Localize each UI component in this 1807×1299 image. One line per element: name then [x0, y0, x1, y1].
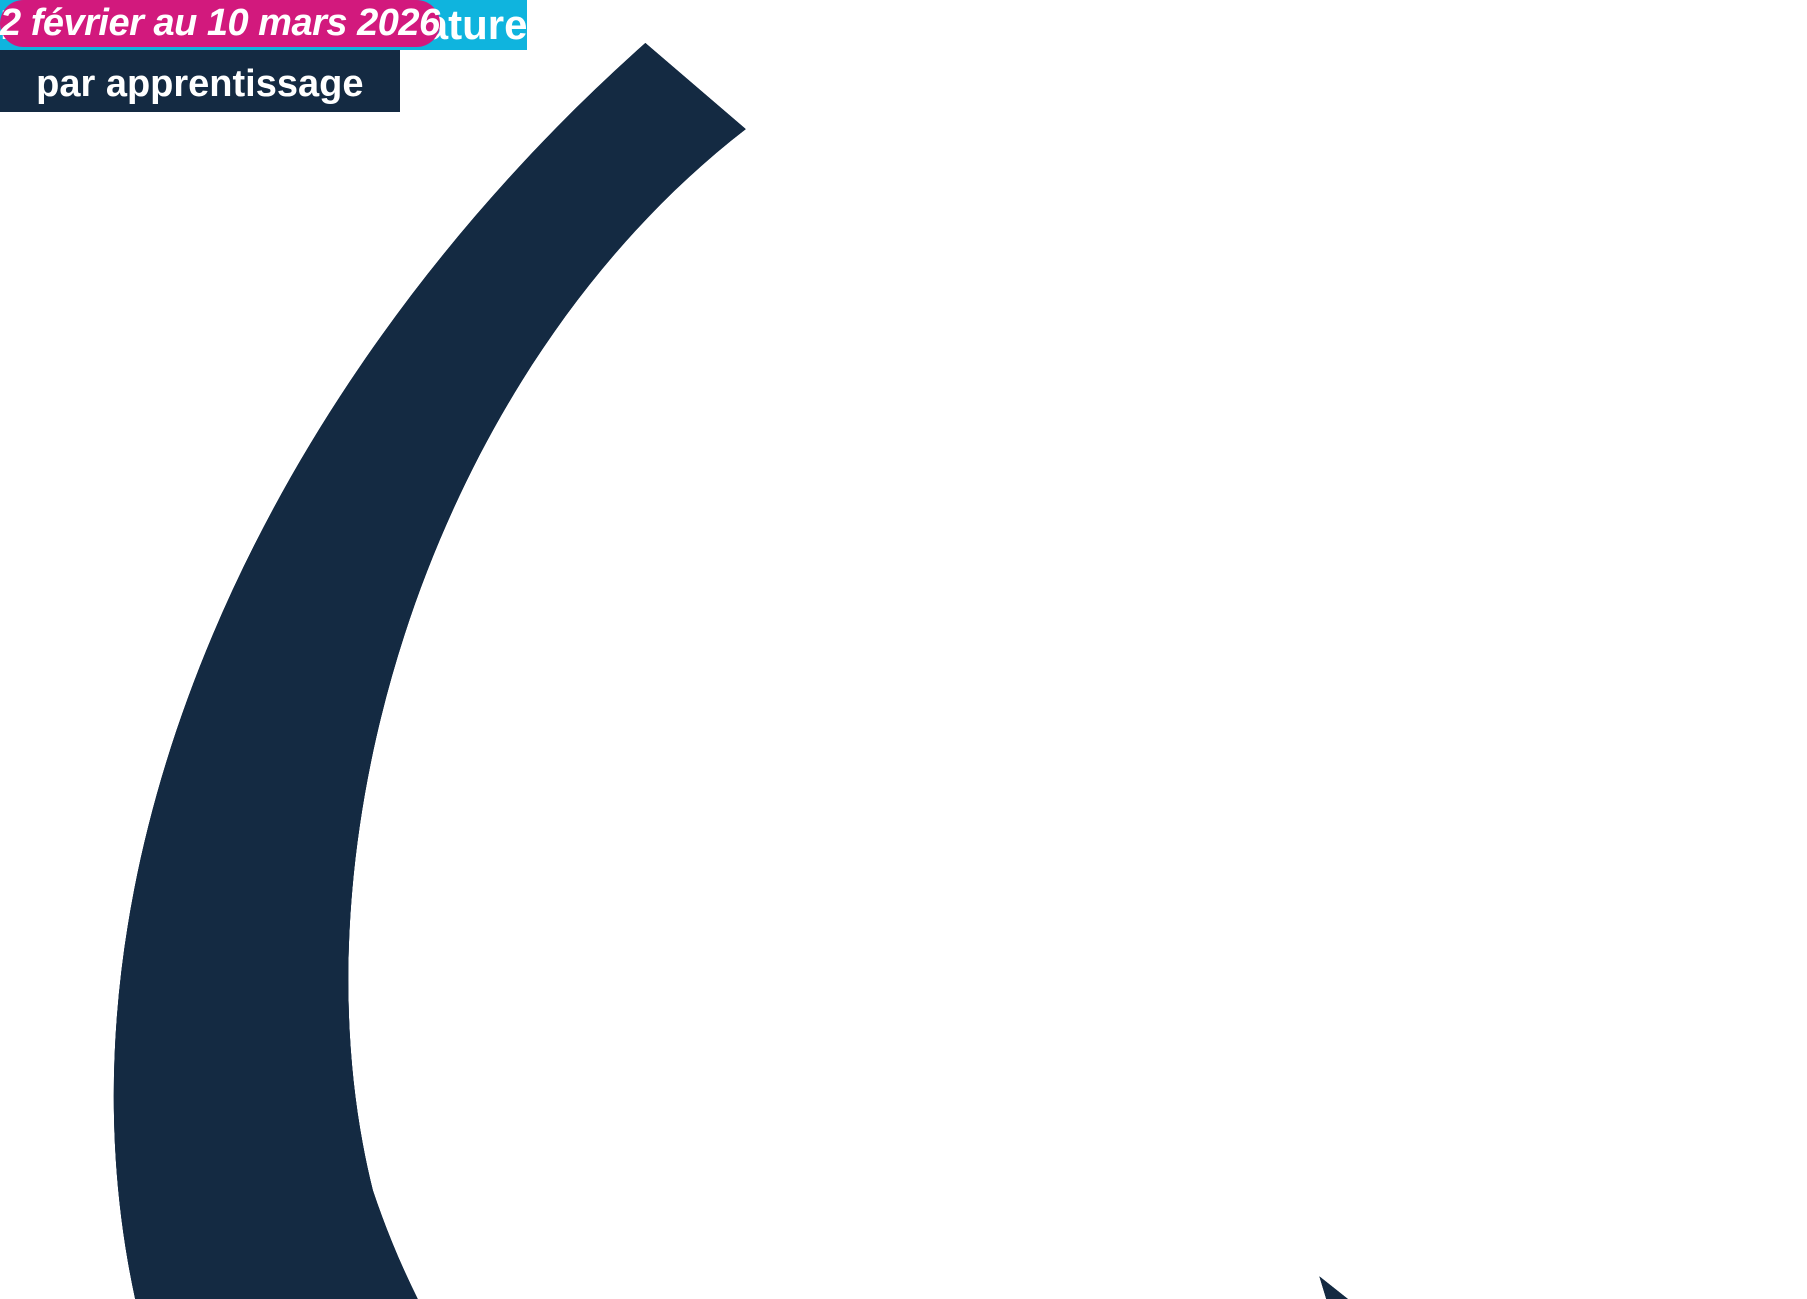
header-line-2: par apprentissage — [36, 63, 364, 105]
date-pill-plateforme: 2 février au 10 mars 2026 — [0, 0, 440, 47]
date-line-1: 2 février au 10 mars 2026 — [0, 2, 440, 44]
